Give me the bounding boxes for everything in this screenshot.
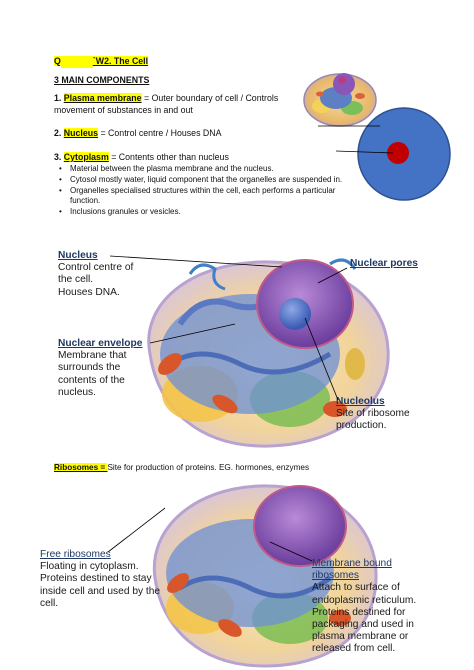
doc-header: Q `W2. The Cell <box>54 56 149 68</box>
ribosomes-definition: Ribosomes = Site for production of prote… <box>54 463 310 472</box>
cell-diagram-nucleus <box>147 258 390 448</box>
label-nuclear-pores: Nuclear pores <box>350 258 418 269</box>
term-cytoplasm: Cytoplasm <box>63 152 109 162</box>
cytoplasm-bullets: Material between the plasma membrane and… <box>56 164 356 218</box>
label-nucleolus: Nucleolus Site of ribosome production. <box>336 396 446 433</box>
list-item: Cytosol mostly water, liquid component t… <box>56 175 356 186</box>
component-nucleus: 2. Nucleus = Control centre / Houses DNA <box>54 128 222 138</box>
term-nucleus: Nucleus <box>63 128 99 138</box>
list-item: function. <box>70 196 101 206</box>
label-nuclear-envelope-title: Nuclear envelope <box>58 338 143 349</box>
cell-circle-diagram <box>357 107 451 201</box>
label-nucleus: Nucleus Control centre of the cell. Hous… <box>58 250 158 299</box>
label-free-ribosomes-title: Free ribosomes <box>40 549 111 560</box>
header-q: Q <box>54 56 61 66</box>
list-item: Material between the plasma membrane and… <box>56 164 356 175</box>
cell-diagram-ribosomes <box>152 484 378 668</box>
list-item: Inclusions granules or vesicles. <box>56 207 356 218</box>
section-heading: 3 MAIN COMPONENTS <box>54 75 150 85</box>
label-membrane-bound-ribosomes: Membrane bound ribosomes Attach to surfa… <box>312 558 442 656</box>
label-nuclear-envelope: Nuclear envelope Membrane that surrounds… <box>58 338 158 399</box>
small-cell-illustration <box>303 73 377 127</box>
label-bound-title-2: ribosomes <box>312 570 359 582</box>
header-title: `W2. The Cell <box>92 56 149 66</box>
term-ribosomes: Ribosomes = <box>54 463 108 472</box>
term-plasma-membrane: Plasma membrane <box>63 93 142 103</box>
label-free-ribosomes: Free ribosomes Floating in cytoplasm. Pr… <box>40 549 170 610</box>
list-item: Organelles specialised structures within… <box>56 186 356 197</box>
component-plasma-membrane: 1. Plasma membrane = Outer boundary of c… <box>54 93 279 115</box>
label-nucleus-title: Nucleus <box>58 250 98 261</box>
label-nucleolus-title: Nucleolus <box>336 396 385 407</box>
component-cytoplasm: 3. Cytoplasm = Contents other than nucle… <box>54 152 229 162</box>
label-bound-title-1: Membrane bound <box>312 558 392 569</box>
